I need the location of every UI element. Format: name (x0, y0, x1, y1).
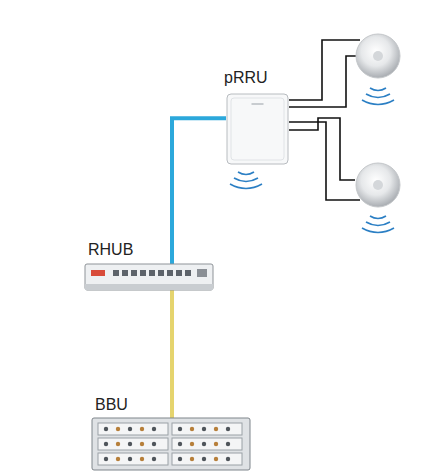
device-label: pRRU (224, 69, 268, 87)
antenna-wires (289, 40, 360, 200)
power-cable (170, 290, 174, 418)
bbu-device (92, 418, 250, 470)
prru-signal (230, 172, 262, 189)
rhub-unit: RHUB (85, 264, 213, 290)
ceiling-antenna (356, 163, 400, 233)
optical-cable (172, 118, 226, 264)
prru-device (226, 93, 289, 165)
ceiling-antenna (356, 34, 400, 105)
bbu-unit: BBU (92, 418, 250, 470)
device-label: RHUB (88, 241, 133, 259)
prru-unit: pRRU (226, 93, 289, 165)
device-label: BBU (95, 396, 128, 414)
rhub-device (85, 264, 213, 290)
